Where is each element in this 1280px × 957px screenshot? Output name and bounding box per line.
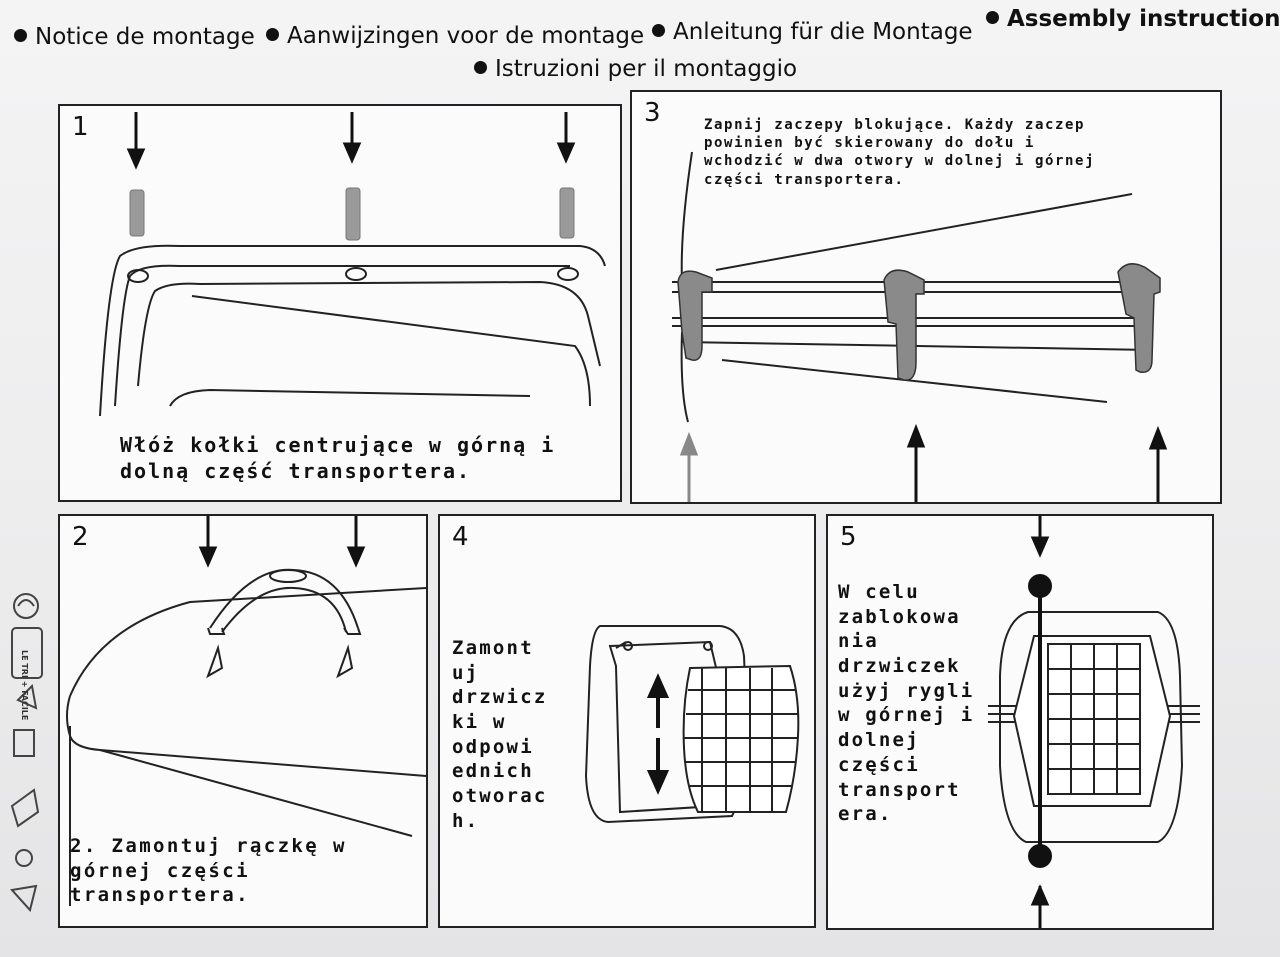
step-number: 4: [452, 522, 469, 552]
step-2-instruction: 2. Zamontuj rączkę w górnej części trans…: [70, 835, 347, 907]
door-grid: [684, 668, 798, 812]
step-3-instruction: Zapnij zaczepy blokujące. Każdy zaczep p…: [704, 117, 1096, 188]
step-4-instruction: Zamont uj drzwicz ki w odpowi ednich otw…: [452, 637, 548, 832]
bullet-icon: [474, 61, 487, 74]
header-italian: Istruzioni per il montaggio: [474, 56, 797, 82]
step-number: 3: [644, 98, 661, 128]
header-german: Anleitung für die Montage: [652, 19, 973, 45]
header-english: Assembly instructions: [986, 6, 1280, 32]
step-number: 5: [840, 522, 857, 552]
step-5-panel: 5 W celu zablokowa nia drzwiczek użyj ry…: [826, 514, 1214, 930]
door-mount-illustration: [584, 625, 800, 824]
step-5-instruction: W celu zablokowa nia drzwiczek użyj rygl…: [838, 581, 975, 826]
door-lock-illustration: [988, 516, 1200, 928]
header-dutch: Aanwijzingen voor de montage: [266, 23, 644, 49]
step-2-panel: 2 2. Zamontuj rączkę w górnej części tra…: [58, 514, 428, 928]
bullet-icon: [266, 28, 279, 41]
clips-illustration: [672, 151, 1168, 502]
step-3-panel: 3 Zapnij zaczepy blokujące. Każdy zaczep…: [630, 90, 1222, 504]
step-1-panel: 1 Włóż kołki centr: [58, 104, 622, 502]
step-1-instruction: Włóż kołki centrujące w górną i dolną cz…: [120, 433, 556, 483]
bullet-icon: [14, 29, 27, 42]
side-logo-text: LE TRI + FACILE: [20, 650, 29, 720]
bullet-icon: [986, 11, 999, 24]
handle-illustration: [66, 516, 426, 906]
triman-logo-icon: LE TRI + FACILE: [10, 593, 43, 913]
header-french: Notice de montage: [14, 24, 255, 50]
locked-door-grid: [1047, 643, 1141, 795]
step-number: 2: [72, 522, 89, 552]
pins-illustration: [99, 112, 606, 417]
recycling-info-strip: LE TRI + FACILE: [4, 590, 46, 920]
bullet-icon: [652, 24, 665, 37]
step-4-panel: 4 Zamont uj drzwicz ki w odpowi ednich o…: [438, 514, 816, 928]
step-number: 1: [72, 112, 89, 142]
